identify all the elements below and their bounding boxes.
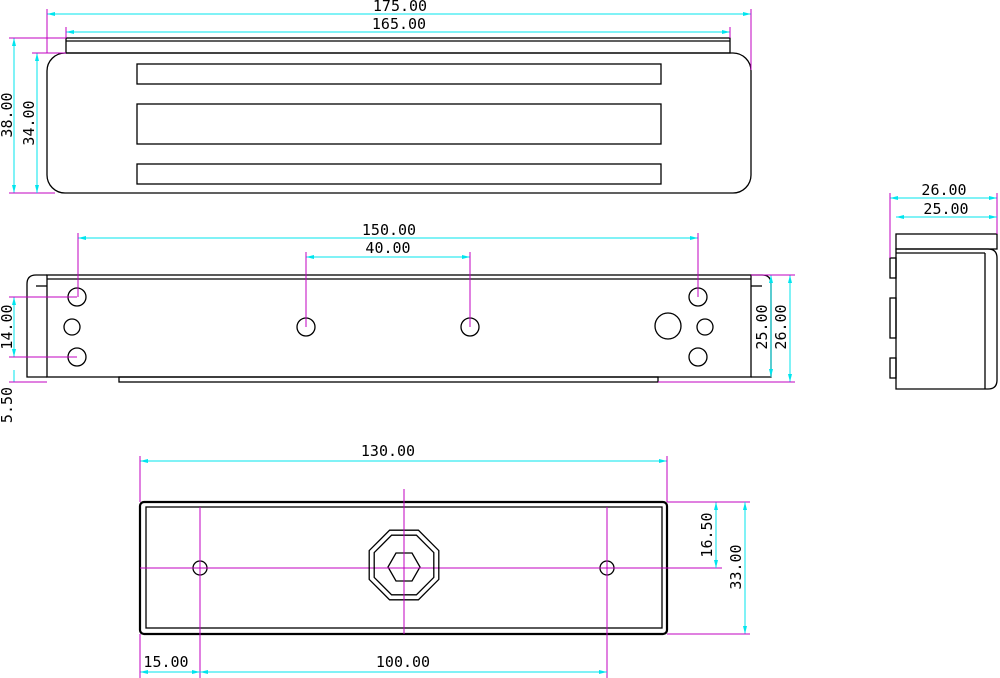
arrow	[769, 275, 773, 283]
arrow	[462, 255, 470, 259]
front-view-left-cap	[26, 274, 47, 378]
side-view-notch	[889, 297, 897, 339]
dim-text-40: 40.00	[365, 239, 410, 257]
center-nut-inner	[387, 552, 421, 582]
center-nut-middle	[373, 534, 435, 596]
dim-text-25: 25.00	[753, 304, 771, 349]
top-view-flange	[65, 37, 731, 54]
dim-text-14: 14.00	[0, 304, 16, 349]
arrow	[140, 670, 148, 674]
dim-text-side-25: 25.00	[923, 200, 968, 218]
arrow	[12, 297, 16, 305]
arrow	[989, 215, 997, 219]
dim-text-165: 165.00	[372, 15, 426, 33]
mounting-hole	[688, 347, 708, 367]
top-view: 175.00 165.00 38.00 34.00	[0, 0, 752, 194]
front-view: 150.00 40.00 14.00 5.50 25.00 26.00	[0, 221, 795, 423]
arrow	[12, 349, 16, 357]
arrow	[35, 185, 39, 193]
arrow	[788, 275, 792, 283]
arrow	[192, 670, 200, 674]
top-view-body	[46, 52, 752, 194]
dim-text-130: 130.00	[361, 442, 415, 460]
arrow	[743, 626, 747, 634]
arrow	[599, 670, 607, 674]
arrow	[306, 255, 314, 259]
arrow	[78, 236, 86, 240]
side-view-notch	[889, 257, 897, 279]
arrow	[769, 369, 773, 377]
dim-text-side-26: 26.00	[921, 181, 966, 199]
top-view-slot-middle	[136, 103, 662, 145]
mounting-hole	[696, 318, 714, 336]
arrow	[659, 459, 667, 463]
dim-text-26: 26.00	[772, 304, 790, 349]
arrow	[35, 53, 39, 61]
arrow	[714, 560, 718, 568]
arrow	[12, 38, 16, 46]
dim-text-34: 34.00	[20, 100, 38, 145]
arrow	[140, 459, 148, 463]
top-view-slot-lower	[136, 163, 662, 185]
dim-text-33: 33.00	[727, 544, 745, 589]
arrow	[743, 502, 747, 510]
side-view-notch	[889, 357, 897, 379]
arrow	[788, 374, 792, 382]
arrow	[989, 196, 997, 200]
arrow	[714, 502, 718, 510]
dim-text-16-5: 16.50	[698, 512, 716, 557]
arrow	[890, 196, 898, 200]
armature-plate-view: 130.00 16.50 33.00 15.00 100.00	[138, 442, 750, 678]
dim-text-175: 175.00	[373, 0, 427, 15]
dim-text-100: 100.00	[376, 653, 430, 671]
arrow	[896, 215, 904, 219]
front-view-base	[118, 376, 659, 383]
front-view-body	[46, 274, 752, 378]
arrow	[690, 236, 698, 240]
side-view-body	[895, 248, 998, 390]
dim-text-15: 15.00	[143, 653, 188, 671]
dim-text-5-5: 5.50	[0, 387, 16, 423]
top-view-slot-upper	[136, 63, 662, 85]
side-view-top-plate	[895, 233, 998, 250]
center-nut-outer	[368, 529, 440, 601]
mounting-hole	[654, 312, 682, 340]
arrow	[200, 670, 208, 674]
arrow	[47, 12, 55, 16]
mounting-hole	[63, 318, 81, 336]
dim-text-38: 38.00	[0, 92, 16, 137]
arrow	[722, 30, 730, 34]
arrow	[743, 12, 751, 16]
arrow	[66, 30, 74, 34]
dim-text-150: 150.00	[362, 221, 416, 239]
arrow	[12, 185, 16, 193]
side-view: 26.00 25.00	[889, 181, 998, 390]
